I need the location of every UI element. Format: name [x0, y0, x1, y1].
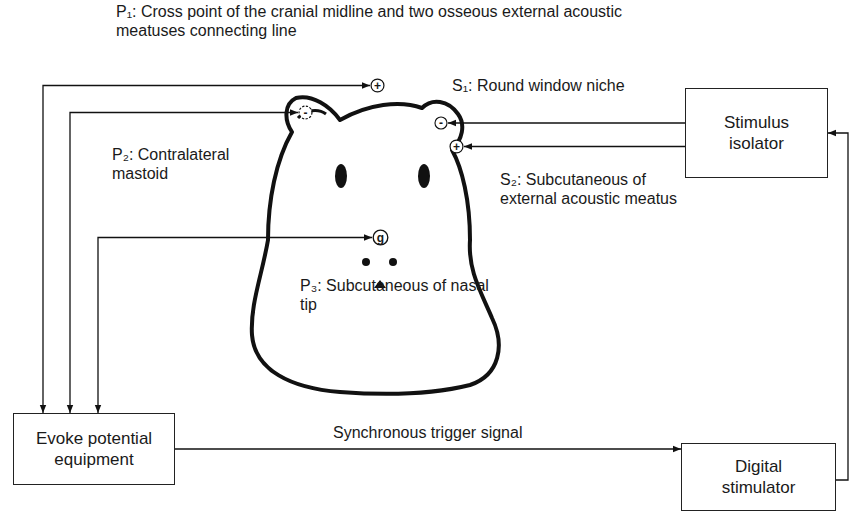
connector [828, 133, 848, 480]
electrode-site-label: P₃: Subcutaneous of nasal tip [300, 276, 490, 314]
electrode-site-label: P₂: Contralateral mastoid [112, 145, 262, 183]
digital-stimulator-box: Digital stimulator [681, 443, 836, 511]
guinea-pig-outline [252, 97, 499, 394]
electrode-site-label: S₁: Round window niche [452, 76, 672, 95]
polarity-mark: + [453, 141, 460, 153]
connector-label: Synchronous trigger signal [331, 423, 524, 442]
nostril [362, 258, 370, 266]
electrode-site-label: P₁: Cross point of the cranial midline a… [116, 2, 636, 40]
nostril [389, 258, 397, 266]
box-label: Digital stimulator [699, 456, 819, 498]
polarity-mark: - [439, 117, 443, 129]
connector [98, 238, 372, 414]
eye [418, 164, 430, 188]
box-label: Stimulus isolator [702, 112, 812, 154]
electrode-p2: - [298, 105, 313, 120]
electrode-p1: + [370, 78, 385, 93]
connector [70, 113, 298, 414]
connector [464, 146, 685, 147]
box-label: Evoke potential equipment [24, 428, 164, 470]
connector [448, 122, 685, 123]
polarity-mark: - [304, 107, 308, 119]
stimulus-isolator-box: Stimulus isolator [685, 88, 828, 178]
electrode-s2: + [449, 139, 464, 154]
connector [43, 86, 370, 414]
electrode-site-label: S₂: Subcutaneous of external acoustic me… [500, 170, 690, 208]
polarity-mark: + [374, 80, 381, 92]
eye [335, 164, 347, 188]
electrode-s1: - [434, 116, 448, 130]
connector [175, 448, 681, 449]
electrode-ground: g [372, 229, 389, 246]
evoked-potential-box: Evoke potential equipment [13, 413, 175, 485]
polarity-mark: g [377, 232, 384, 244]
